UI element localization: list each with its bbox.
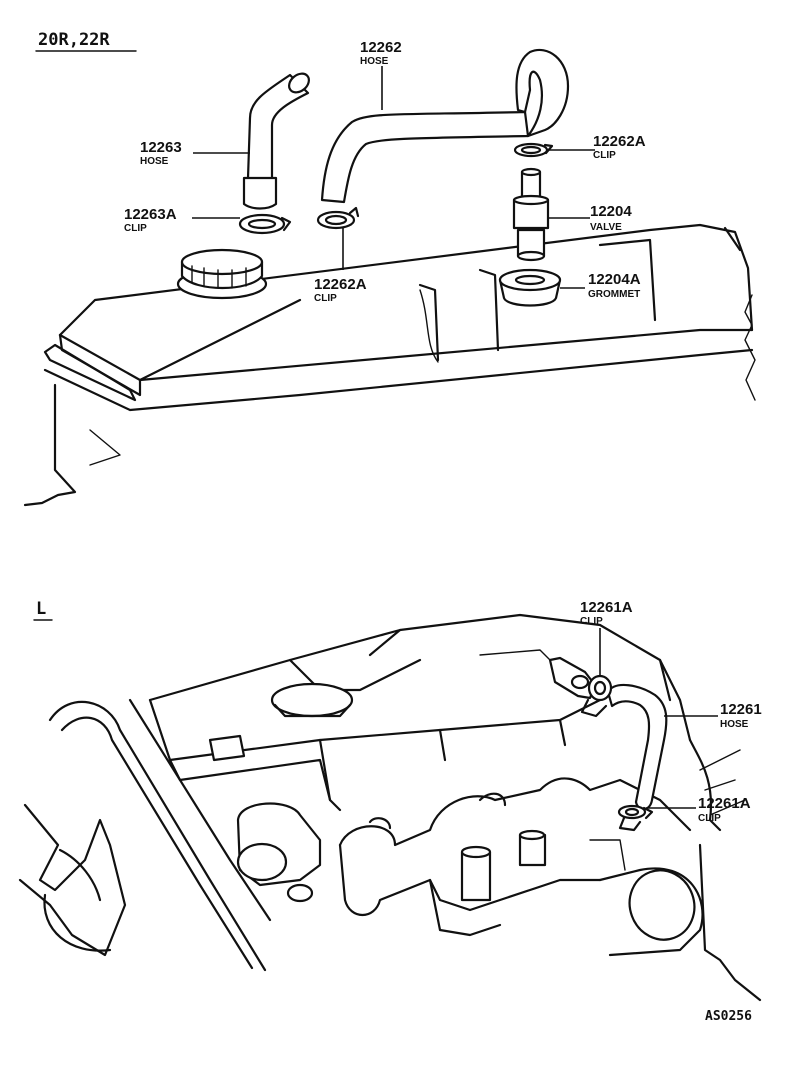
part-name-12262A-left: CLIP: [314, 293, 337, 304]
part-name-12261A-top: CLIP: [580, 616, 603, 627]
oil-filler-cap: [176, 248, 268, 300]
part-number-12204A: 12204A: [588, 271, 641, 288]
bracket: [208, 734, 246, 762]
valve-cover-bottom: [148, 613, 692, 812]
part-name-12204A: GROMMET: [588, 289, 640, 300]
part-name-12204: VALVE: [590, 222, 622, 233]
callout-12263: 12263 HOSE: [140, 139, 182, 167]
part-name-12263A: CLIP: [124, 223, 147, 234]
oil-filler-cap-bottom: [270, 682, 354, 718]
cooling-fan: [18, 803, 127, 957]
part-name-12261A-bottom: CLIP: [698, 813, 721, 824]
callout-12262: 12262 HOSE: [360, 39, 402, 67]
part-number-12262: 12262: [360, 39, 402, 56]
part-number-12263A: 12263A: [124, 206, 177, 223]
section-title-bottom: L: [36, 599, 46, 619]
callout-12261A-top: 12261A CLIP: [580, 599, 633, 627]
fan-belt: [48, 698, 272, 972]
part-number-12204: 12204: [590, 203, 632, 220]
part-number-12261: 12261: [720, 701, 762, 718]
callout-12204: 12204 VALVE: [590, 203, 632, 233]
valve-cover-top: [23, 223, 756, 507]
callout-12263A: 12263A CLIP: [124, 206, 177, 234]
intake-duct: [598, 738, 762, 1002]
callout-12262A-left: 12262A CLIP: [314, 276, 367, 304]
part-name-12262A-right: CLIP: [593, 150, 616, 161]
clip-12263A: [238, 213, 292, 235]
clip-12261A-bottom: [617, 804, 654, 832]
callout-12261A-bottom: 12261A CLIP: [698, 795, 751, 824]
bottom-section: L: [18, 599, 762, 1024]
part-number-12263: 12263: [140, 139, 182, 156]
hose-12262: [320, 48, 570, 204]
part-number-12262A-left: 12262A: [314, 276, 367, 293]
leader-lines-top: [192, 66, 595, 289]
section-title-top: 20R,22R: [38, 30, 110, 50]
top-section: 20R,22R: [23, 30, 756, 507]
callout-12262A-right: 12262A CLIP: [593, 133, 646, 161]
grommet-12204A: [498, 268, 562, 307]
pcv-valve-12204: [512, 167, 550, 262]
part-name-12263: HOSE: [140, 156, 169, 167]
intake-manifold: [338, 777, 692, 937]
part-number-12262A-right: 12262A: [593, 133, 646, 150]
part-number-12261A-bottom: 12261A: [698, 795, 751, 812]
clip-12262A-left: [316, 206, 360, 230]
leader-lines-bottom: [599, 628, 718, 809]
callout-12204A: 12204A GROMMET: [588, 271, 641, 300]
water-outlet: [236, 802, 322, 903]
hose-12263: [242, 72, 310, 210]
part-number-12261A-top: 12261A: [580, 599, 633, 616]
part-name-12262: HOSE: [360, 56, 389, 67]
figure-code: AS0256: [705, 1009, 752, 1024]
callout-12261: 12261 HOSE: [720, 701, 762, 730]
part-name-12261: HOSE: [720, 719, 749, 730]
